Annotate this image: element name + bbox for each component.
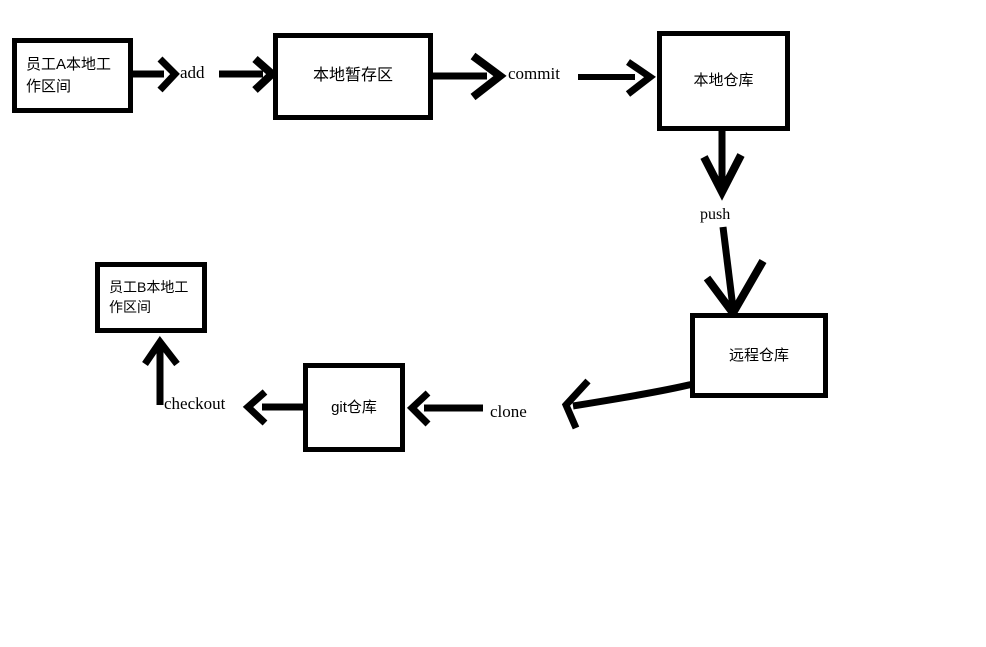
node-label-local-staging-area: 本地暂存区 <box>312 67 393 85</box>
node-local-staging-area[interactable]: 本地暂存区 <box>273 33 433 120</box>
node-git-repository[interactable]: git仓库 <box>303 363 405 452</box>
connector-checkout-to-employee-b <box>142 336 180 405</box>
connector-local-repo-to-push <box>700 131 745 201</box>
connector-commit-to-local-repo <box>578 59 656 97</box>
node-label-remote-repository: 远程仓库 <box>728 346 789 364</box>
edge-label-clone: clone <box>490 402 527 421</box>
connector-add-to-staging <box>219 56 278 93</box>
edge-label-checkout: checkout <box>164 394 226 413</box>
connector-git-repo-to-checkout <box>242 389 303 426</box>
node-employee-a-workspace[interactable]: 员工A本地工 作区间 <box>12 38 133 113</box>
node-label-employee-a-workspace: 员工A本地工 作区间 <box>26 56 112 95</box>
connector-remote-repo-to-clone <box>561 378 694 430</box>
connector-clone-to-git-repo <box>406 390 483 427</box>
node-label-local-repository: 本地仓库 <box>693 72 754 90</box>
connector-push-to-remote-repo <box>703 226 767 321</box>
connector-staging-to-commit <box>433 52 507 101</box>
node-label-git-repository: git仓库 <box>331 398 377 416</box>
node-employee-b-workspace[interactable]: 员工B本地工 作区间 <box>95 262 207 333</box>
edge-label-add: add <box>180 63 205 82</box>
connector-workspace-to-add <box>133 56 180 93</box>
node-local-repository[interactable]: 本地仓库 <box>657 31 790 131</box>
edge-label-commit: commit <box>508 64 560 83</box>
node-remote-repository[interactable]: 远程仓库 <box>690 313 828 398</box>
node-label-employee-b-workspace: 员工B本地工 作区间 <box>109 278 189 315</box>
edge-label-push: push <box>700 206 731 223</box>
